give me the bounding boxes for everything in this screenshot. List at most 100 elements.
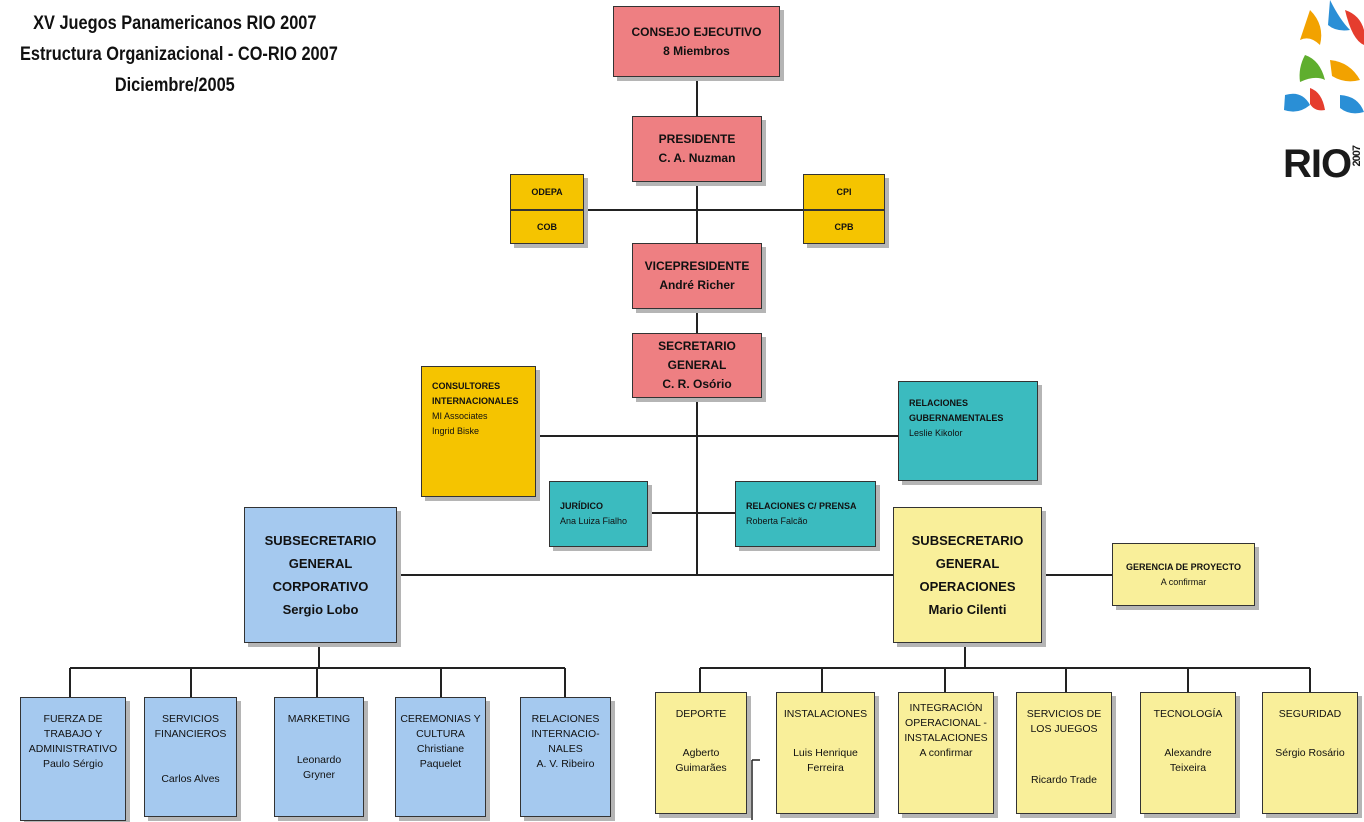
oper-unit-l1: TECNOLOGÍA [1153, 708, 1223, 720]
secretario-name: C. R. Osório [662, 377, 732, 391]
title-line-3: Diciembre/2005 [114, 75, 235, 96]
vicepresidente-box: VICEPRESIDENTE André Richer [632, 243, 762, 309]
oper-unit-l3: Luis Henrique [793, 747, 858, 759]
consultores-box: CONSULTORES INTERNACIONALES MI Associate… [421, 366, 536, 497]
consultores-l3: MI Associates [432, 411, 488, 421]
juridico-name: Ana Luiza Fialho [560, 516, 628, 526]
subsecretario-operaciones-box: SUBSECRETARIO GENERAL OPERACIONES Mario … [893, 507, 1042, 643]
title-line-2: Estructura Organizacional - CO-RIO 2007 [20, 44, 338, 65]
corp-unit-l3: Leonardo [296, 754, 342, 766]
chart-title: XV Juegos Panamericanos RIO 2007 Estruct… [20, 8, 338, 101]
presidente-name: C. A. Nuzman [658, 151, 736, 165]
oper-unit-l4: Ricardo Trade [1031, 774, 1097, 786]
title-line-1: XV Juegos Panamericanos RIO 2007 [33, 13, 317, 34]
relaciones-gubernamentales-box: RELACIONES GUBERNAMENTALES Leslie Kikolo… [898, 381, 1038, 481]
prensa-name: Roberta Falcão [746, 516, 808, 526]
corp-unit-l4: Paulo Sérgio [42, 758, 104, 770]
corp-unit-l2: TRABAJO Y [43, 728, 103, 740]
secretario-title: SECRETARIO GENERAL [658, 339, 736, 372]
logo-text: RIO2007 [1283, 142, 1363, 186]
prensa-title: RELACIONES C/ PRENSA [746, 501, 857, 511]
consultores-l4: Ingrid Biske [432, 426, 480, 436]
sub-corp-l4: Sergio Lobo [282, 602, 359, 617]
gerencia-proyecto-box: GERENCIA DE PROYECTO A confirmar [1112, 543, 1255, 606]
oper-unit-l1: DEPORTE [675, 708, 727, 720]
juridico-title: JURÍDICO [560, 501, 604, 511]
oper-unit-l4: A confirmar [919, 747, 973, 759]
corp-unit-l3: ADMINISTRATIVO [28, 743, 118, 755]
vicepresidente-name: André Richer [659, 278, 735, 292]
relgub-l2: GUBERNAMENTALES [909, 413, 1004, 423]
oper-unit-l3: Agberto [682, 747, 720, 759]
corp-unit-l4: Paquelet [419, 758, 462, 770]
oper-unit-servicios-juegos: SERVICIOS DE LOS JUEGOS Ricardo Trade [1016, 692, 1112, 814]
corp-unit-l3: NALES [548, 743, 583, 755]
consejo-ejecutivo-box: CONSEJO EJECUTIVO 8 Miembros [613, 6, 780, 77]
corp-unit-l3: Christiane [416, 743, 465, 755]
odepa-label: ODEPA [531, 187, 563, 197]
corp-unit-fuerza-trabajo: FUERZA DE TRABAJO Y ADMINISTRATIVO Paulo… [20, 697, 126, 821]
oper-unit-l3: Alexandre [1164, 747, 1212, 759]
oper-unit-deporte: DEPORTE Agberto Guimarães [655, 692, 747, 814]
cpi-label: CPI [836, 187, 852, 197]
sub-oper-l3: OPERACIONES [919, 579, 1016, 594]
corp-unit-relaciones-internacionales: RELACIONES INTERNACIO- NALES A. V. Ribei… [520, 697, 611, 817]
corp-unit-l4: Gryner [302, 769, 336, 781]
oper-unit-instalaciones: INSTALACIONES Luis Henrique Ferreira [776, 692, 875, 814]
oper-unit-l2: LOS JUEGOS [1030, 723, 1098, 735]
oper-unit-l1: SERVICIOS DE [1026, 708, 1102, 720]
sub-oper-l1: SUBSECRETARIO [911, 533, 1024, 548]
sub-oper-l4: Mario Cilenti [928, 602, 1007, 617]
relgub-l1: RELACIONES [909, 398, 969, 408]
sub-corp-l3: CORPORATIVO [272, 579, 369, 594]
consultores-l2: INTERNACIONALES [432, 396, 519, 406]
sub-corp-l1: SUBSECRETARIO [264, 533, 377, 548]
corp-unit-ceremonias-cultura: CEREMONIAS Y CULTURA Christiane Paquelet [395, 697, 486, 817]
rio2007-logo-icon [1284, 0, 1364, 114]
oper-unit-l3: INSTALACIONES [904, 732, 988, 744]
oper-unit-l1: INTEGRACIÓN [909, 702, 983, 714]
odepa-box: ODEPA [510, 174, 584, 210]
relgub-l3: Leslie Kikolor [909, 428, 963, 438]
cpb-box: CPB [803, 210, 885, 244]
corp-unit-l2: CULTURA [416, 728, 465, 740]
corp-unit-l1: RELACIONES [531, 713, 600, 725]
oper-unit-l4: Ferreira [807, 762, 844, 774]
vicepresidente-title: VICEPRESIDENTE [644, 259, 750, 273]
corp-unit-l2: INTERNACIO- [531, 728, 600, 740]
oper-unit-l4: Teixeira [1169, 762, 1207, 774]
secretario-general-box: SECRETARIO GENERAL C. R. Osório [632, 333, 762, 398]
oper-unit-l1: SEGURIDAD [1278, 708, 1342, 720]
consejo-title: CONSEJO EJECUTIVO [631, 24, 762, 39]
cpi-box: CPI [803, 174, 885, 210]
sub-corp-l2: GENERAL [288, 556, 353, 571]
oper-unit-l4: Guimarães [675, 762, 727, 774]
corp-unit-l1: MARKETING [287, 713, 351, 725]
corp-unit-l1: SERVICIOS [162, 713, 219, 725]
corp-unit-servicios-financieros: SERVICIOS FINANCIEROS Carlos Alves [144, 697, 237, 817]
cpb-label: CPB [834, 222, 854, 232]
corp-unit-l2: FINANCIEROS [154, 728, 227, 740]
corp-unit-l4: A. V. Ribeiro [536, 758, 595, 770]
presidente-title: PRESIDENTE [658, 132, 736, 146]
subsecretario-corporativo-box: SUBSECRETARIO GENERAL CORPORATIVO Sergio… [244, 507, 397, 643]
cob-box: COB [510, 210, 584, 244]
oper-unit-seguridad: SEGURIDAD Sérgio Rosário [1262, 692, 1358, 814]
oper-unit-tecnologia: TECNOLOGÍA Alexandre Teixeira [1140, 692, 1236, 814]
juridico-box: JURÍDICO Ana Luiza Fialho [549, 481, 648, 547]
oper-unit-integracion-operacional: INTEGRACIÓN OPERACIONAL - INSTALACIONES … [898, 692, 994, 814]
sub-oper-l2: GENERAL [935, 556, 1000, 571]
oper-unit-l1: INSTALACIONES [783, 708, 868, 720]
consejo-sub: 8 Miembros [663, 43, 730, 58]
oper-unit-l3: Sérgio Rosário [1275, 747, 1345, 759]
corp-unit-l4: Carlos Alves [161, 773, 220, 785]
cob-label: COB [537, 222, 557, 232]
corp-unit-l1: FUERZA DE [43, 713, 103, 725]
gerencia-title: GERENCIA DE PROYECTO [1125, 561, 1242, 572]
consultores-l1: CONSULTORES [432, 381, 501, 391]
gerencia-name: A confirmar [1160, 576, 1207, 587]
presidente-box: PRESIDENTE C. A. Nuzman [632, 116, 762, 182]
relaciones-prensa-box: RELACIONES C/ PRENSA Roberta Falcão [735, 481, 876, 547]
corp-unit-l1: CEREMONIAS Y [400, 713, 481, 725]
logo-rio-text: RIO [1283, 142, 1352, 186]
